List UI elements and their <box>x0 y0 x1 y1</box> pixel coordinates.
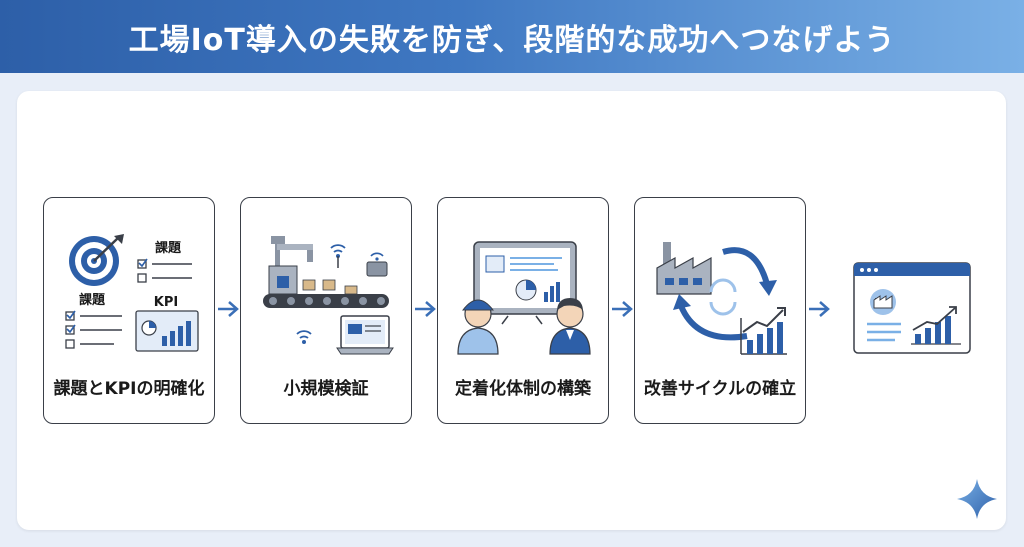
checklist-icon <box>137 258 192 283</box>
step-label: 改善サイクルの確立 <box>643 379 797 399</box>
cycle-arrows-icon <box>673 247 777 341</box>
step-card-pilot: 小規模検証 <box>240 197 412 424</box>
arrow-right-icon <box>612 301 633 317</box>
wifi-icon <box>296 330 312 344</box>
kpi-label: KPI <box>154 295 178 310</box>
kadai-label-top: 課題 <box>155 240 182 256</box>
browser-dashboard-icon <box>853 262 971 354</box>
step-card-kpi: 課題 課題 KPI 課題とKPIの明確化 <box>43 197 215 424</box>
sparkle-icon <box>957 479 997 519</box>
step-card-team: 定着化体制の構築 <box>437 197 609 424</box>
arrow-right-icon <box>218 301 239 317</box>
factory-icon <box>656 242 712 295</box>
step-label: 課題とKPIの明確化 <box>53 379 205 399</box>
workers-icon <box>457 298 591 355</box>
wifi-icon <box>370 252 384 261</box>
kadai-label-bottom: 課題 <box>79 292 106 308</box>
factory-robot-icon <box>263 236 389 308</box>
target-icon <box>69 234 124 286</box>
arrow-right-icon <box>809 301 830 317</box>
wifi-icon <box>330 244 346 268</box>
page-title: 工場IoT導入の失敗を防ぎ、段階的な成功へつなげよう <box>128 22 896 58</box>
step-card-cycle: 改善サイクルの確立 <box>634 197 806 424</box>
growth-chart-icon <box>740 307 787 355</box>
laptop-icon <box>336 315 394 355</box>
header-banner: 工場IoT導入の失敗を防ぎ、段階的な成功へつなげよう <box>0 0 1024 73</box>
checklist-icon <box>65 310 122 349</box>
tablet-dashboard-icon <box>473 241 577 315</box>
step-label: 小規模検証 <box>283 379 369 399</box>
arrow-right-icon <box>415 301 436 317</box>
kpi-chart-icon <box>135 310 199 352</box>
step-label: 定着化体制の構築 <box>455 379 591 399</box>
